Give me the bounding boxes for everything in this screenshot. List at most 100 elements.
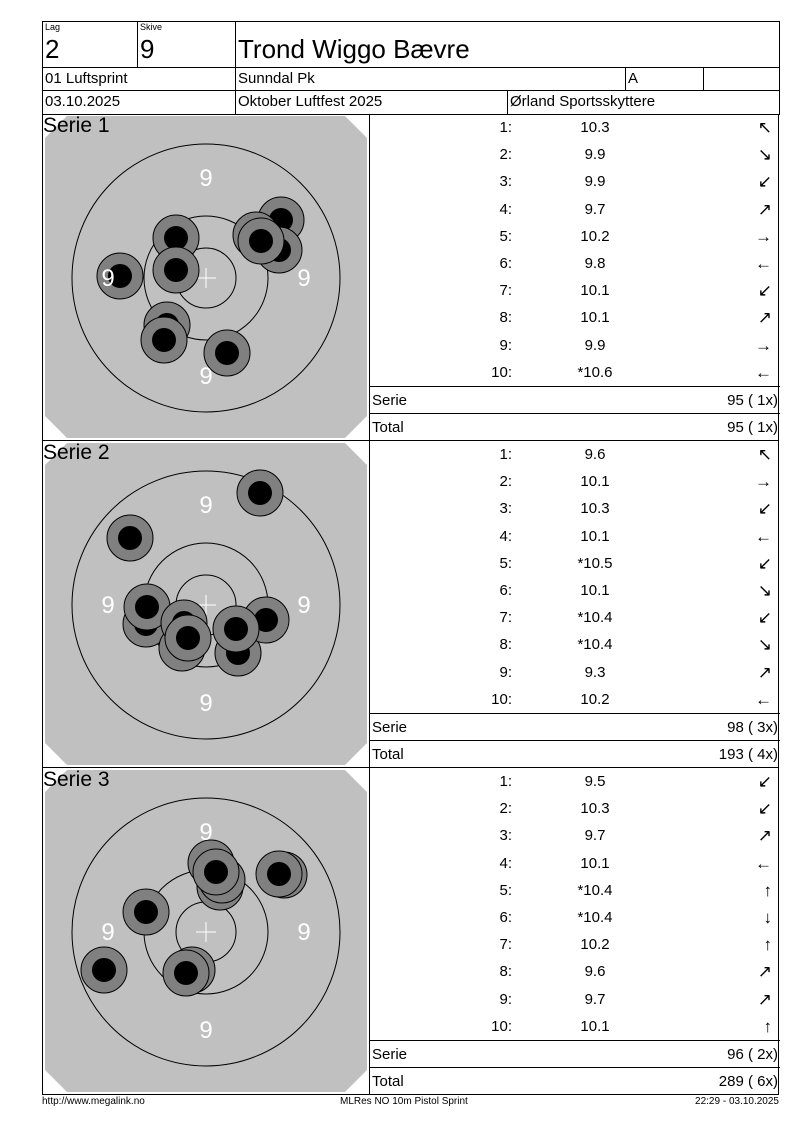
shot-number: 1:: [499, 119, 512, 136]
serie-score: 98 ( 3x): [727, 719, 778, 736]
serie-label: Serie: [372, 392, 408, 409]
shot-number: 3:: [499, 173, 512, 191]
shot-score: 10.2: [580, 227, 610, 245]
lag-cell: Lag 2: [42, 21, 138, 68]
ring-number: 9: [199, 363, 212, 390]
shot-score: 10.1: [580, 1017, 610, 1035]
shot-row: 2:10.3↙: [370, 795, 780, 822]
shot-score: 9.9: [584, 336, 606, 354]
shot-score: 10.1: [580, 582, 610, 599]
direction-arrow-icon: ←: [755, 689, 772, 709]
shot-number: 8:: [499, 309, 512, 327]
date: 03.10.2025: [42, 90, 236, 115]
shot-number: 3:: [499, 500, 512, 518]
direction-arrow-icon: ←: [755, 362, 772, 382]
direction-arrow-icon: →: [755, 335, 772, 355]
total-label: Total: [372, 419, 404, 436]
shot-number: 5:: [499, 881, 512, 899]
shot-score: 9.9: [584, 173, 606, 191]
footer-url[interactable]: http://www.megalink.no: [42, 1096, 145, 1107]
serie-row: Serie 95 ( 1x): [370, 386, 780, 414]
direction-arrow-icon: ↙: [757, 499, 772, 519]
shot-score: *10.4: [577, 636, 613, 654]
direction-arrow-icon: ↙: [757, 172, 772, 192]
direction-arrow-icon: ↑: [763, 880, 773, 900]
ring-number: 9: [199, 1017, 212, 1044]
lag-label: Lag: [45, 22, 61, 32]
shot-number: 6:: [499, 909, 512, 926]
shot-number: 10:: [491, 1017, 512, 1035]
total-score: 193 ( 4x): [718, 746, 778, 763]
shot-score: 10.1: [580, 854, 610, 872]
lag-value: 2: [45, 34, 60, 64]
direction-arrow-icon: ↑: [763, 1016, 773, 1036]
shot-center: [118, 526, 142, 550]
shot-number: 2:: [499, 146, 512, 164]
direction-arrow-icon: ↗: [757, 962, 772, 982]
shot-row: 5:*10.5↙: [370, 550, 780, 577]
shot-center: [134, 900, 158, 924]
footer-timestamp: 22:29 - 03.10.2025: [695, 1096, 779, 1107]
shot-row: 8:*10.4↘: [370, 631, 780, 658]
shot-row: 7:10.2↑: [370, 931, 780, 958]
shot-row: 6:10.1↘: [370, 577, 780, 604]
shot-score: 9.9: [584, 146, 606, 164]
shot-row: 3:10.3↙: [370, 495, 780, 522]
shot-score: *10.4: [577, 609, 613, 627]
direction-arrow-icon: ↗: [757, 826, 772, 846]
target-ring: [71, 470, 341, 740]
ring-number: 9: [199, 819, 212, 846]
shot-score: 9.3: [584, 663, 606, 681]
organizer: Ørland Sportsskyttere: [507, 90, 780, 115]
shot-score: 10.2: [580, 936, 610, 954]
shot-row: 6:*10.4↓: [370, 904, 780, 931]
shot-score: 9.8: [584, 255, 606, 272]
series-title: Serie 3: [43, 768, 110, 791]
skive-label: Skive: [140, 22, 163, 32]
club: Sunndal Pk: [235, 67, 626, 91]
direction-arrow-icon: ↓: [763, 908, 773, 927]
direction-arrow-icon: ↘: [757, 635, 772, 655]
direction-arrow-icon: ↘: [757, 145, 772, 165]
direction-arrow-icon: ↖: [757, 118, 772, 137]
shot-row: 5:10.2→: [370, 223, 780, 250]
shot-center: [249, 229, 273, 253]
series-title: Serie 1: [43, 114, 110, 137]
shot-score: 10.1: [580, 309, 610, 327]
shot-score: 10.1: [580, 473, 610, 491]
footer-program: MLRes NO 10m Pistol Sprint: [340, 1096, 468, 1107]
competition: Oktober Luftfest 2025: [235, 90, 508, 115]
serie-score: 95 ( 1x): [727, 392, 778, 409]
shot-number: 7:: [499, 609, 512, 627]
skive-value: 9: [140, 34, 155, 64]
shot-score: 10.3: [580, 800, 610, 818]
series-title: Serie 2: [43, 441, 110, 464]
shot-row: 9:9.3↗: [370, 659, 780, 686]
shot-number: 7:: [499, 936, 512, 954]
shot-number: 4:: [499, 527, 512, 545]
direction-arrow-icon: ↖: [757, 445, 772, 464]
shot-table: 1:9.5↙2:10.3↙3:9.7↗4:10.1←5:*10.4↑6:*10.…: [369, 768, 781, 1095]
ring-number: 9: [199, 165, 212, 192]
shot-row: 4:9.7↗: [370, 196, 780, 223]
shot-number: 4:: [499, 200, 512, 218]
shot-row: 7:10.1↙: [370, 277, 780, 304]
shooter-name: Trond Wiggo Bævre: [238, 34, 470, 64]
ring-number: 9: [101, 265, 114, 292]
shot-row: 7:*10.4↙: [370, 604, 780, 631]
shot-center: [254, 608, 278, 632]
shot-row: 8: 10.1 ↗: [370, 304, 780, 331]
direction-arrow-icon: ↙: [757, 772, 772, 791]
shot-row: 2: 9.9 ↘: [370, 141, 780, 168]
shot-number: 10:: [491, 363, 512, 381]
shot-table: 1:10.3↖2:9.9↘3:9.9↙4:9.7↗5:10.2→6:9.8←7:…: [369, 114, 781, 441]
shot-center: [248, 481, 272, 505]
direction-arrow-icon: ↗: [757, 308, 772, 328]
ring-number: 9: [297, 592, 310, 619]
shot-number: 9:: [499, 336, 512, 354]
